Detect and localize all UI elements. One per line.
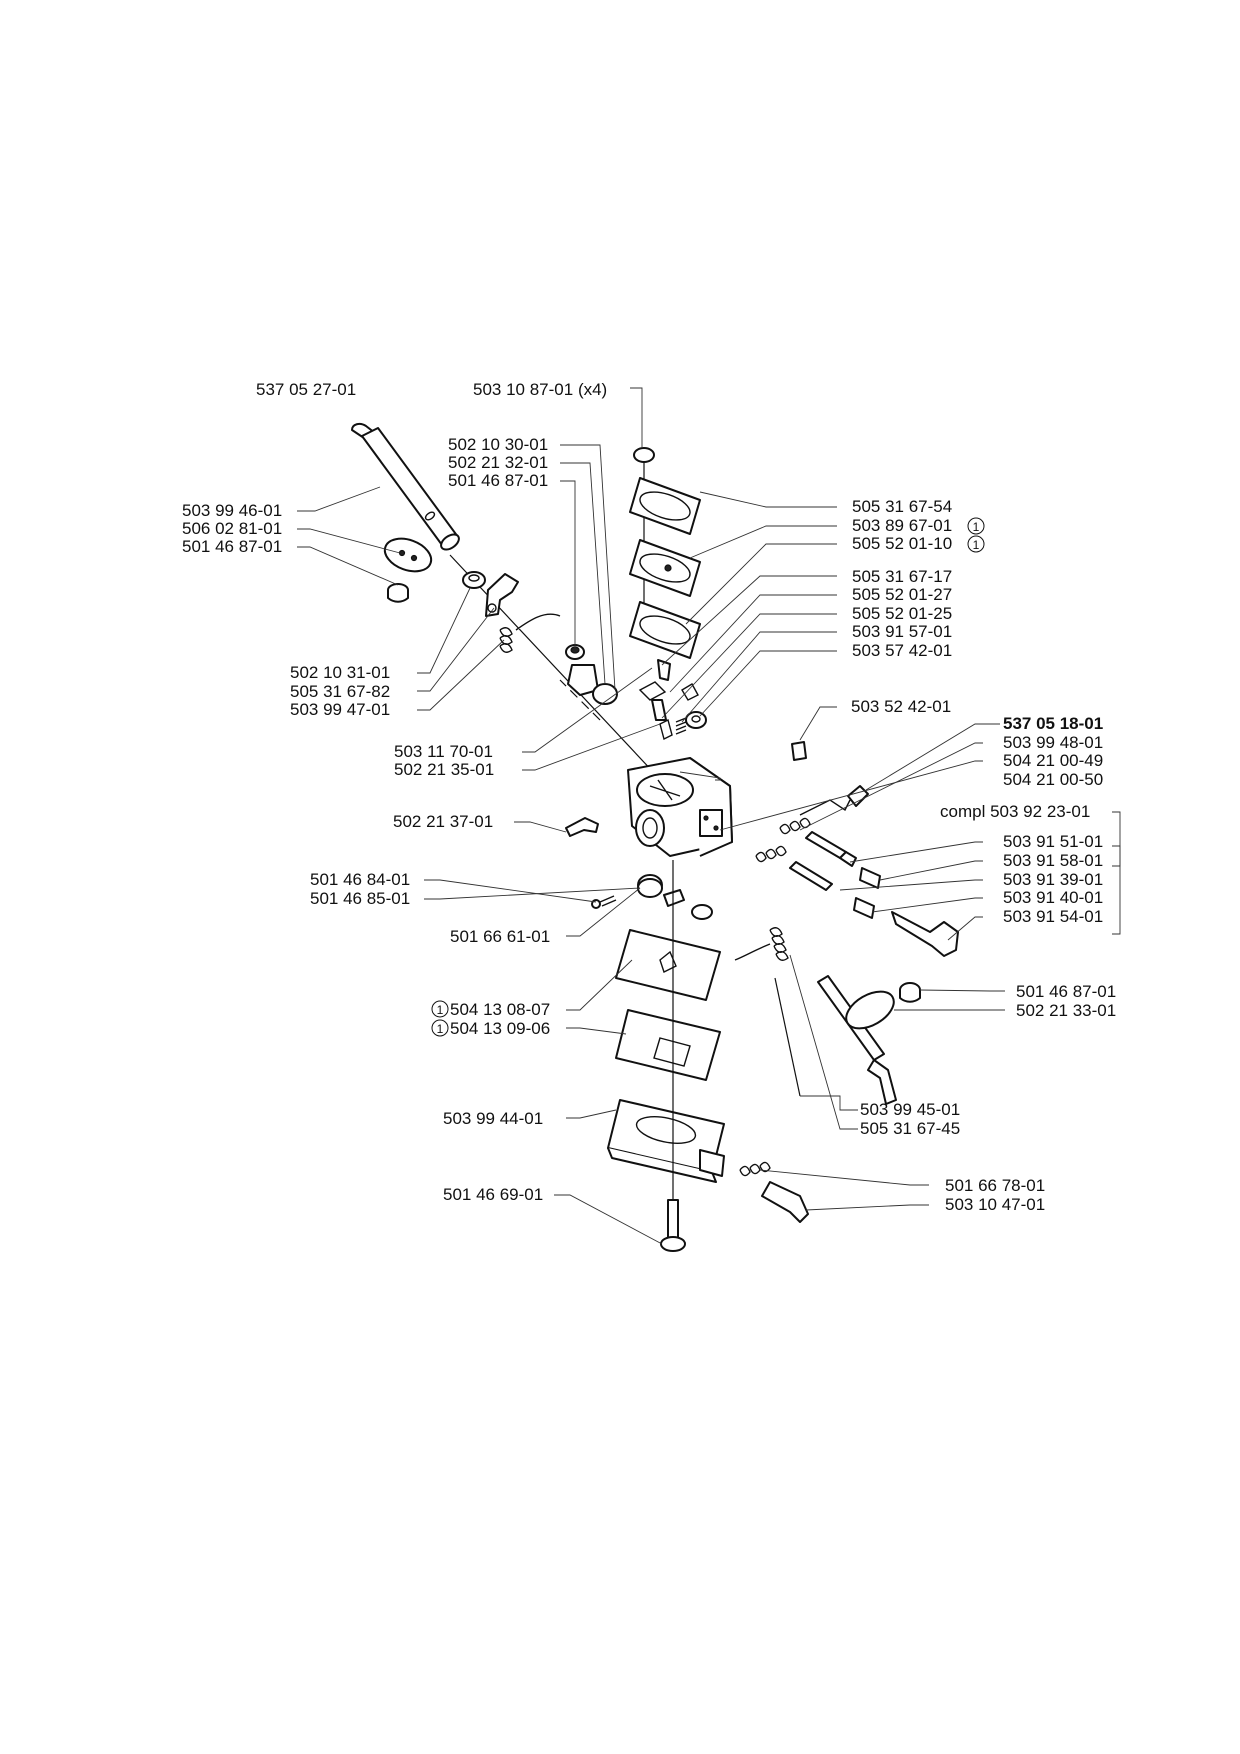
bottom-screw-part — [761, 1181, 809, 1223]
label-502213201: 502 21 32-01 — [448, 453, 548, 472]
label-502213301: 502 21 33-01 — [1016, 1001, 1116, 1020]
inlet-needle-part — [638, 659, 699, 741]
detent-pin-part — [565, 644, 618, 705]
label-502103001: 502 10 30-01 — [448, 435, 548, 454]
label-compl-group: compl 503 92 23-01 — [940, 802, 1090, 821]
label-x4: (x4) — [578, 380, 607, 399]
welch-plug-part — [685, 711, 707, 729]
label-503104701: 503 10 47-01 — [945, 1195, 1045, 1214]
adjust-tool-part — [891, 911, 959, 957]
pump-cover-part — [629, 477, 701, 535]
label-501666101: 501 66 61-01 — [450, 927, 550, 946]
throttle-spring-part — [734, 927, 789, 961]
limiter-cap-1-part — [859, 867, 881, 889]
choke-shaft-part — [351, 422, 671, 791]
callout-marker-1-d: 1 — [967, 535, 985, 553]
bushing-part — [462, 571, 486, 589]
label-505520127: 505 52 01-27 — [852, 585, 952, 604]
callout-marker-1-b-num: 1 — [437, 1022, 444, 1036]
label-504210050: 504 21 00-50 — [1003, 770, 1103, 789]
plug-part — [791, 741, 807, 761]
label-505316754: 505 31 67-54 — [852, 497, 952, 516]
throttle-screw-part — [899, 982, 921, 1003]
label-503994401: 503 99 44-01 — [443, 1109, 543, 1128]
pump-gasket-part — [629, 601, 701, 659]
cover-bottom-screw-part — [660, 1199, 686, 1252]
label-503915101: 503 91 51-01 — [1003, 832, 1103, 851]
metering-diaphragm-part — [615, 1009, 721, 1081]
callout-marker-1-b: 1 — [431, 1019, 449, 1037]
label-502213501: 502 21 35-01 — [394, 760, 494, 779]
label-501468401: 501 46 84-01 — [310, 870, 410, 889]
choke-screw-part — [387, 583, 409, 603]
label-503922301: 503 92 23-01 — [990, 802, 1090, 821]
adjust-spring-2-part — [755, 845, 787, 863]
label-503896701: 503 89 67-01 — [852, 516, 952, 535]
label-503914001: 503 91 40-01 — [1003, 888, 1103, 907]
detent-spring-part — [499, 613, 561, 653]
label-503915701: 503 91 57-01 — [852, 622, 952, 641]
metering-spring-part — [675, 717, 687, 735]
label-503915801: 503 91 58-01 — [1003, 851, 1103, 870]
adjust-screw-1-part — [805, 831, 857, 867]
label-504130807: 504 13 08-07 — [450, 1000, 550, 1019]
callout-marker-1-c-num: 1 — [973, 520, 980, 534]
label-503994701: 503 99 47-01 — [290, 700, 390, 719]
metering-gasket-part — [615, 929, 721, 1001]
label-505316717: 505 31 67-17 — [852, 567, 952, 586]
adjust-spring-1-part — [779, 817, 811, 835]
label-503915401: 503 91 54-01 — [1003, 907, 1103, 926]
label-504210049: 504 21 00-49 — [1003, 751, 1103, 770]
label-502103101: 502 10 31-01 — [290, 663, 390, 682]
label-503108701-num: 503 10 87-01 — [473, 380, 573, 399]
label-505316745: 505 31 67-45 — [860, 1119, 960, 1138]
label-503117001: 503 11 70-01 — [394, 742, 493, 761]
label-compl: compl — [940, 802, 985, 821]
fuel-fitting-part — [799, 785, 869, 816]
label-505316782: 505 31 67-82 — [290, 682, 390, 701]
part-number-labels: 537 05 27-01 503 10 87-01 (x4) 502 10 30… — [182, 380, 1116, 1214]
label-503108701: 503 10 87-01 (x4) — [473, 380, 607, 399]
label-501466901: 501 46 69-01 — [443, 1185, 543, 1204]
label-501468701b: 501 46 87-01 — [182, 537, 282, 556]
adjust-screw-2-part — [789, 861, 833, 891]
carburetor-body-part — [627, 757, 733, 857]
label-505520125: 505 52 01-25 — [852, 604, 952, 623]
side-plug-part — [637, 878, 663, 898]
bent-tube-part — [565, 817, 599, 837]
label-503994801: 503 99 48-01 — [1003, 733, 1103, 752]
callout-marker-1-a-num: 1 — [437, 1003, 444, 1017]
label-501468501: 501 46 85-01 — [310, 889, 410, 908]
label-537051801: 537 05 18-01 — [1003, 714, 1103, 733]
label-501468701c: 501 46 87-01 — [1016, 982, 1116, 1001]
label-503913901: 503 91 39-01 — [1003, 870, 1103, 889]
label-501667801: 501 66 78-01 — [945, 1176, 1045, 1195]
label-501468701a: 501 46 87-01 — [448, 471, 548, 490]
label-537052701: 537 05 27-01 — [256, 380, 356, 399]
label-503574201: 503 57 42-01 — [852, 641, 952, 660]
callout-marker-1-a: 1 — [431, 1000, 449, 1018]
pump-diaphragm-part — [629, 539, 701, 597]
leader-lines — [297, 387, 1121, 1245]
label-503994501: 503 99 45-01 — [860, 1100, 960, 1119]
metering-cover-part — [607, 1099, 725, 1183]
label-503524201: 503 52 42-01 — [851, 697, 951, 716]
label-502213701: 502 21 37-01 — [393, 812, 493, 831]
callout-marker-1-d-num: 1 — [973, 538, 980, 552]
limiter-cap-2-part — [853, 897, 875, 919]
bottom-spring-part — [739, 1161, 771, 1177]
label-503994601: 503 99 46-01 — [182, 501, 282, 520]
throttle-valve-part — [845, 990, 895, 1030]
label-505520110: 505 52 01-10 — [852, 534, 952, 553]
choke-valve-part — [383, 537, 433, 573]
label-506028101: 506 02 81-01 — [182, 519, 282, 538]
callout-marker-1-c: 1 — [967, 517, 985, 535]
label-504130906: 504 13 09-06 — [450, 1019, 550, 1038]
